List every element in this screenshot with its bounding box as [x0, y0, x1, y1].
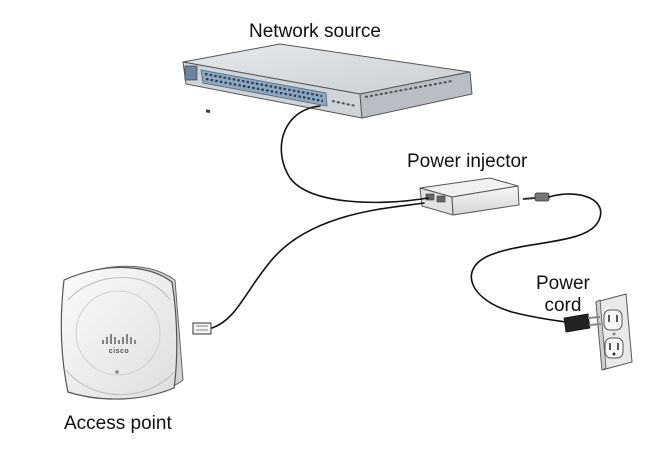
power-cord-label: Power cord	[536, 273, 590, 317]
network-source-label: Network source	[249, 21, 381, 42]
wall-outlet	[595, 293, 633, 371]
status-led	[115, 370, 119, 374]
cables	[211, 105, 602, 329]
access-point-label: Access point	[64, 413, 172, 434]
power-injector-label: Power injector	[407, 151, 528, 172]
cisco-logo-text: cisco	[109, 348, 129, 355]
power-cord-label-line1: Power	[536, 273, 590, 294]
cisco-logo-bars	[102, 334, 136, 344]
network-switch	[182, 43, 473, 119]
power-cord-label-line2: cord	[544, 294, 582, 316]
power-injector	[419, 177, 550, 216]
dc-plug	[522, 192, 550, 202]
access-point: cisco	[60, 265, 184, 400]
switch-ports	[206, 109, 210, 114]
power-plug	[563, 313, 602, 333]
rj45-connector	[192, 322, 212, 335]
